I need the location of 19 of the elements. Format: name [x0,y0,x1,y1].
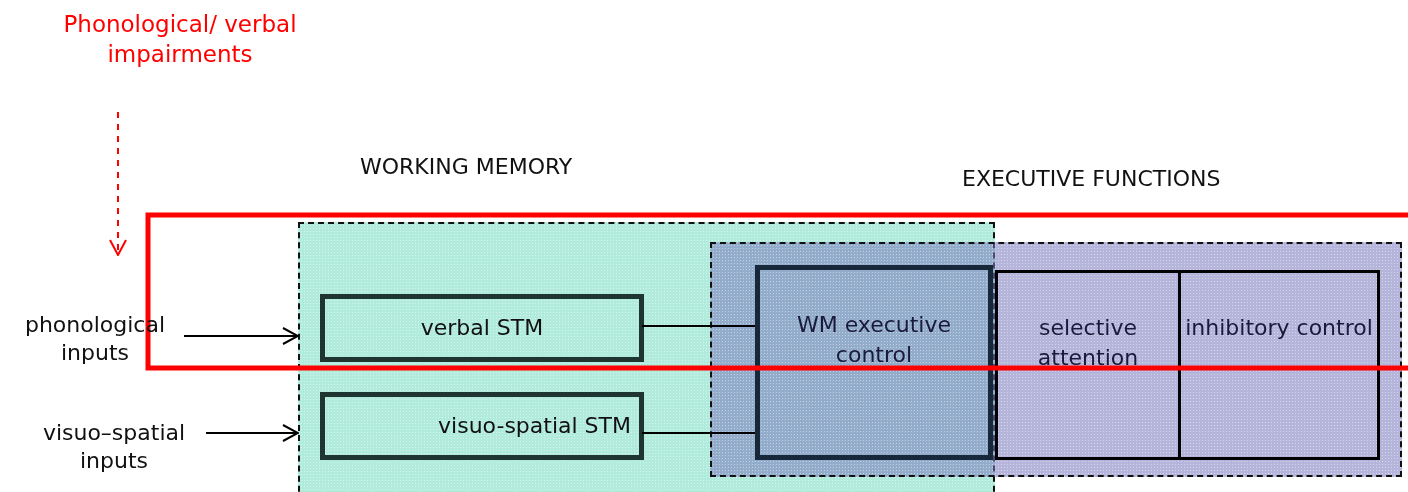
region-heading: EXECUTIVE FUNCTIONS [962,166,1221,191]
box-label: WM executive control [795,311,953,369]
process-box [995,270,1181,460]
arrow [183,327,299,345]
process-box [1178,270,1380,460]
box-label: verbal STM [420,314,544,342]
connector-line [641,432,756,434]
note-text: Phonological/ verbal impairments [62,10,298,69]
arrow [109,111,127,256]
arrow [205,424,299,442]
box-label: visuo-spatial STM [438,412,631,440]
box-label: inhibitory control [1185,314,1373,342]
input-label: visuo–spatial inputs [41,419,187,475]
store-box [320,392,644,460]
process-box [755,265,993,460]
region-heading: WORKING MEMORY [360,154,573,179]
store-box [320,294,644,362]
connector-line [641,325,756,327]
box-label: selective attention [1036,314,1140,372]
